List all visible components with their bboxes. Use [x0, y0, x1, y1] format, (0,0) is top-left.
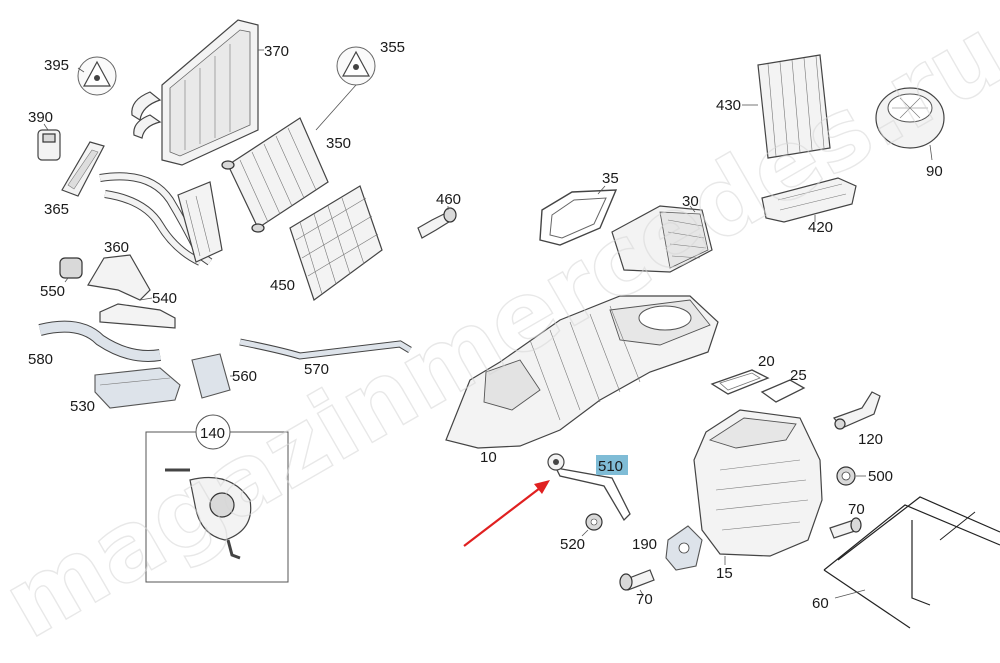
part-350-evaporator: [221, 117, 329, 233]
label-460: 460: [436, 191, 461, 208]
label-395: 395: [44, 57, 69, 74]
label-190: 190: [632, 536, 657, 553]
label-140: 140: [200, 425, 225, 442]
part-360-pipes: [99, 172, 223, 266]
label-35: 35: [602, 170, 619, 187]
label-510: 510: [598, 458, 623, 475]
part-550-grommet: [59, 257, 83, 283]
label-60: 60: [812, 595, 829, 612]
part-420-duct: [761, 177, 857, 223]
label-365: 365: [44, 201, 69, 218]
label-420: 420: [808, 219, 833, 236]
part-450-filter: [289, 185, 383, 301]
part-20-gasket: [710, 369, 770, 395]
part-70-screw-bottom: [619, 569, 655, 596]
part-365-bracket: [61, 141, 105, 197]
part-labels: 395 390 370 355 350 365 360 550 540 450 …: [28, 39, 943, 612]
part-430-cabin-filter: [742, 54, 831, 159]
part-500-fastener: [836, 466, 866, 486]
label-15: 15: [716, 565, 733, 582]
label-20: 20: [758, 353, 775, 370]
label-25: 25: [790, 367, 807, 384]
part-510-highlight: [596, 455, 628, 475]
label-540: 540: [152, 290, 177, 307]
part-460-bolt: [417, 206, 457, 239]
part-60-outline: [823, 496, 1000, 629]
label-90: 90: [926, 163, 943, 180]
part-190-motor: [665, 525, 703, 571]
label-120: 120: [858, 431, 883, 448]
label-580: 580: [28, 351, 53, 368]
label-355: 355: [380, 39, 405, 56]
part-15-lower-housing: [693, 409, 823, 565]
label-390: 390: [28, 109, 53, 126]
label-530: 530: [70, 398, 95, 415]
part-370-heater-core: [131, 19, 264, 166]
label-30: 30: [682, 193, 699, 210]
part-25-gasket: [760, 379, 806, 403]
label-370: 370: [264, 43, 289, 60]
label-560: 560: [232, 368, 257, 385]
part-395-icon: [77, 56, 117, 96]
part-570-tube: [239, 338, 412, 360]
part-355-icon: [315, 46, 376, 131]
part-140-inset: [145, 414, 289, 583]
part-120-lever: [833, 391, 881, 430]
label-70-right: 70: [848, 501, 865, 518]
part-580-hose: [38, 320, 161, 362]
part-10-main-housing: [445, 295, 719, 449]
part-540-bracket: [87, 254, 176, 329]
label-570: 570: [304, 361, 329, 378]
part-35-frame: [539, 185, 618, 246]
part-520-nut: [581, 513, 603, 537]
label-450: 450: [270, 277, 295, 294]
part-530-module: [94, 367, 181, 409]
part-30-housing: [611, 205, 713, 273]
label-360: 360: [104, 239, 129, 256]
part-90-blower: [875, 87, 945, 161]
label-550: 550: [40, 283, 65, 300]
part-560-actuator: [191, 353, 234, 399]
part-390-sensor: [37, 123, 61, 161]
part-510-link: [547, 453, 631, 522]
label-430: 430: [716, 97, 741, 114]
label-520: 520: [560, 536, 585, 553]
label-500: 500: [868, 468, 893, 485]
label-70-bottom: 70: [636, 591, 653, 608]
label-350: 350: [326, 135, 351, 152]
part-70-screw-right: [829, 517, 862, 539]
label-10: 10: [480, 449, 497, 466]
red-arrow: [463, 480, 550, 547]
